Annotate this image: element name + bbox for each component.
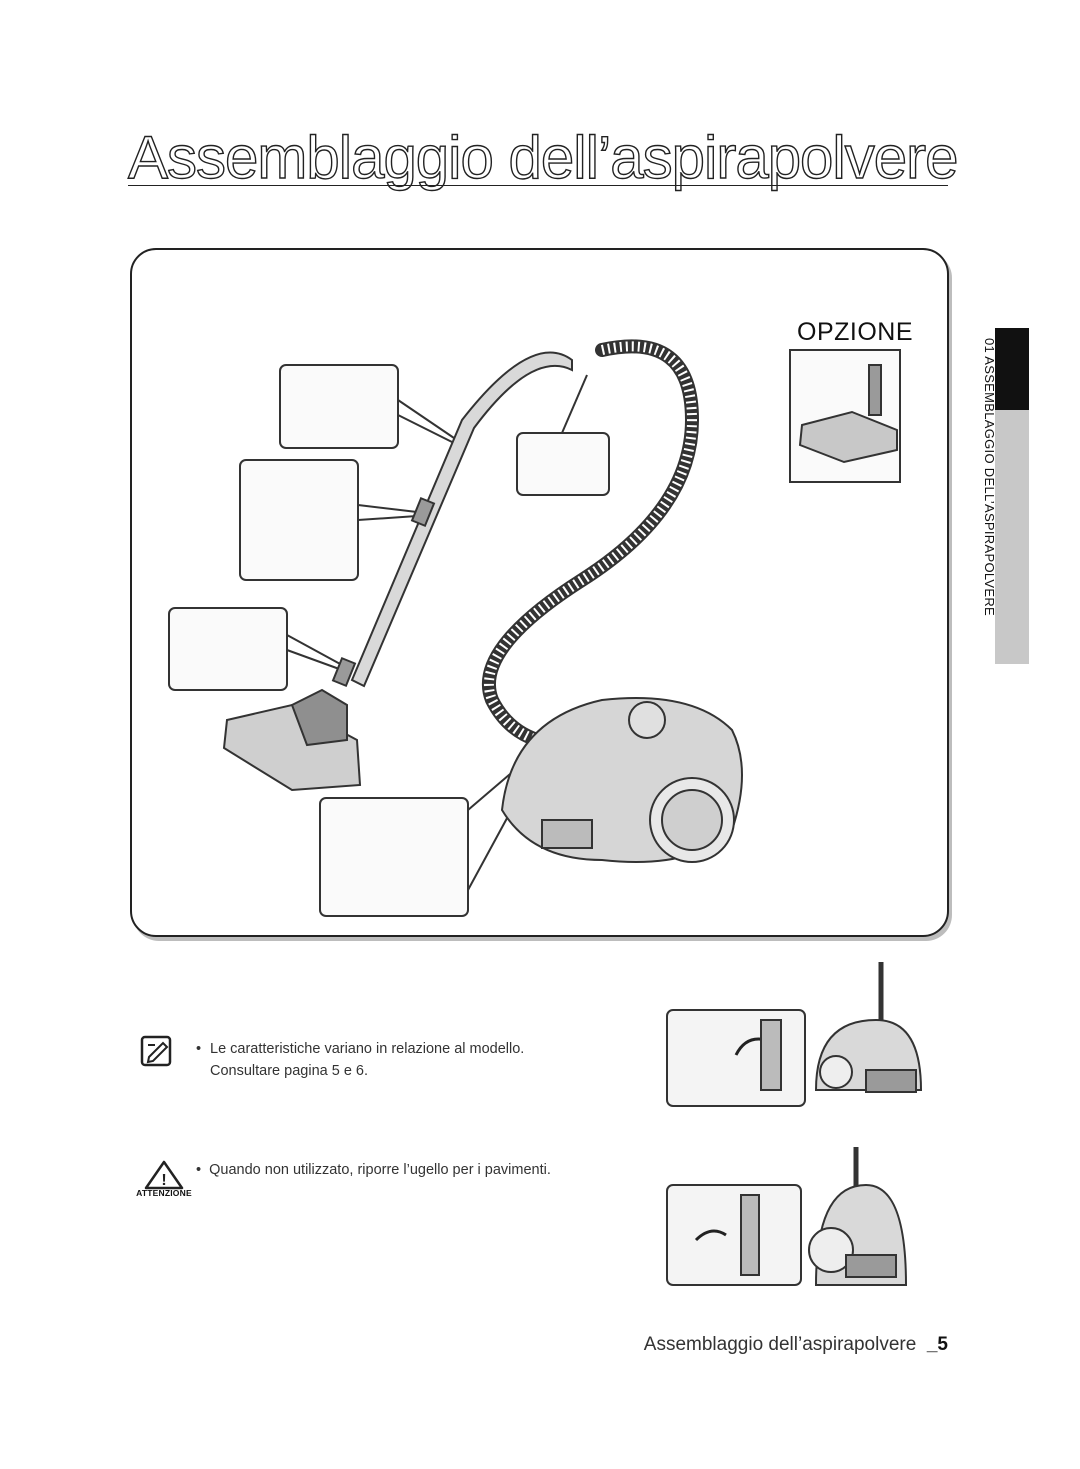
detail-pipe-joint	[279, 364, 399, 449]
caution-text-body: Quando non utilizzato, riporre l’ugello …	[209, 1162, 551, 1178]
note-item: •Le caratteristiche variano in relazione…	[196, 1038, 576, 1082]
section-tab-marker	[995, 328, 1029, 410]
footer-title: Assemblaggio dell’aspirapolvere	[643, 1334, 917, 1355]
title-rule	[128, 185, 948, 186]
note-icon	[140, 1035, 172, 1067]
section-tab-background	[995, 410, 1029, 664]
storage-illustration-1	[666, 962, 923, 1107]
option-label: OPZIONE	[797, 318, 914, 346]
assembly-illustration-panel: OPZIONE	[130, 248, 949, 937]
warning-triangle-icon: !	[144, 1160, 184, 1190]
caution-label: ATTENZIONE	[136, 1188, 192, 1198]
svg-text:!: !	[161, 1172, 166, 1189]
page-footer: Assemblaggio dell’aspirapolvere _5	[644, 1334, 948, 1356]
detail-hose-inlet	[319, 797, 469, 917]
detail-floor-nozzle-joint	[168, 607, 288, 691]
storage-illustration-2	[666, 1147, 908, 1286]
page-number: _5	[926, 1334, 948, 1355]
section-tab-label: 01 ASSEMBLAGGIO DELL’ASPIRAPOLVERE	[982, 338, 997, 617]
detail-telescopic-adjust	[239, 459, 359, 581]
page-title: Assemblaggio dell’aspirapolvere	[127, 124, 959, 191]
caution-text: • Quando non utilizzato, riporre l’ugell…	[196, 1162, 551, 1178]
detail-handle-accessory	[516, 432, 610, 496]
note-line-2: Consultare pagina 5 e 6.	[210, 1063, 368, 1079]
note-line-1: Le caratteristiche variano in relazione …	[210, 1041, 525, 1057]
vacuum-assembly-illustration	[168, 339, 901, 917]
